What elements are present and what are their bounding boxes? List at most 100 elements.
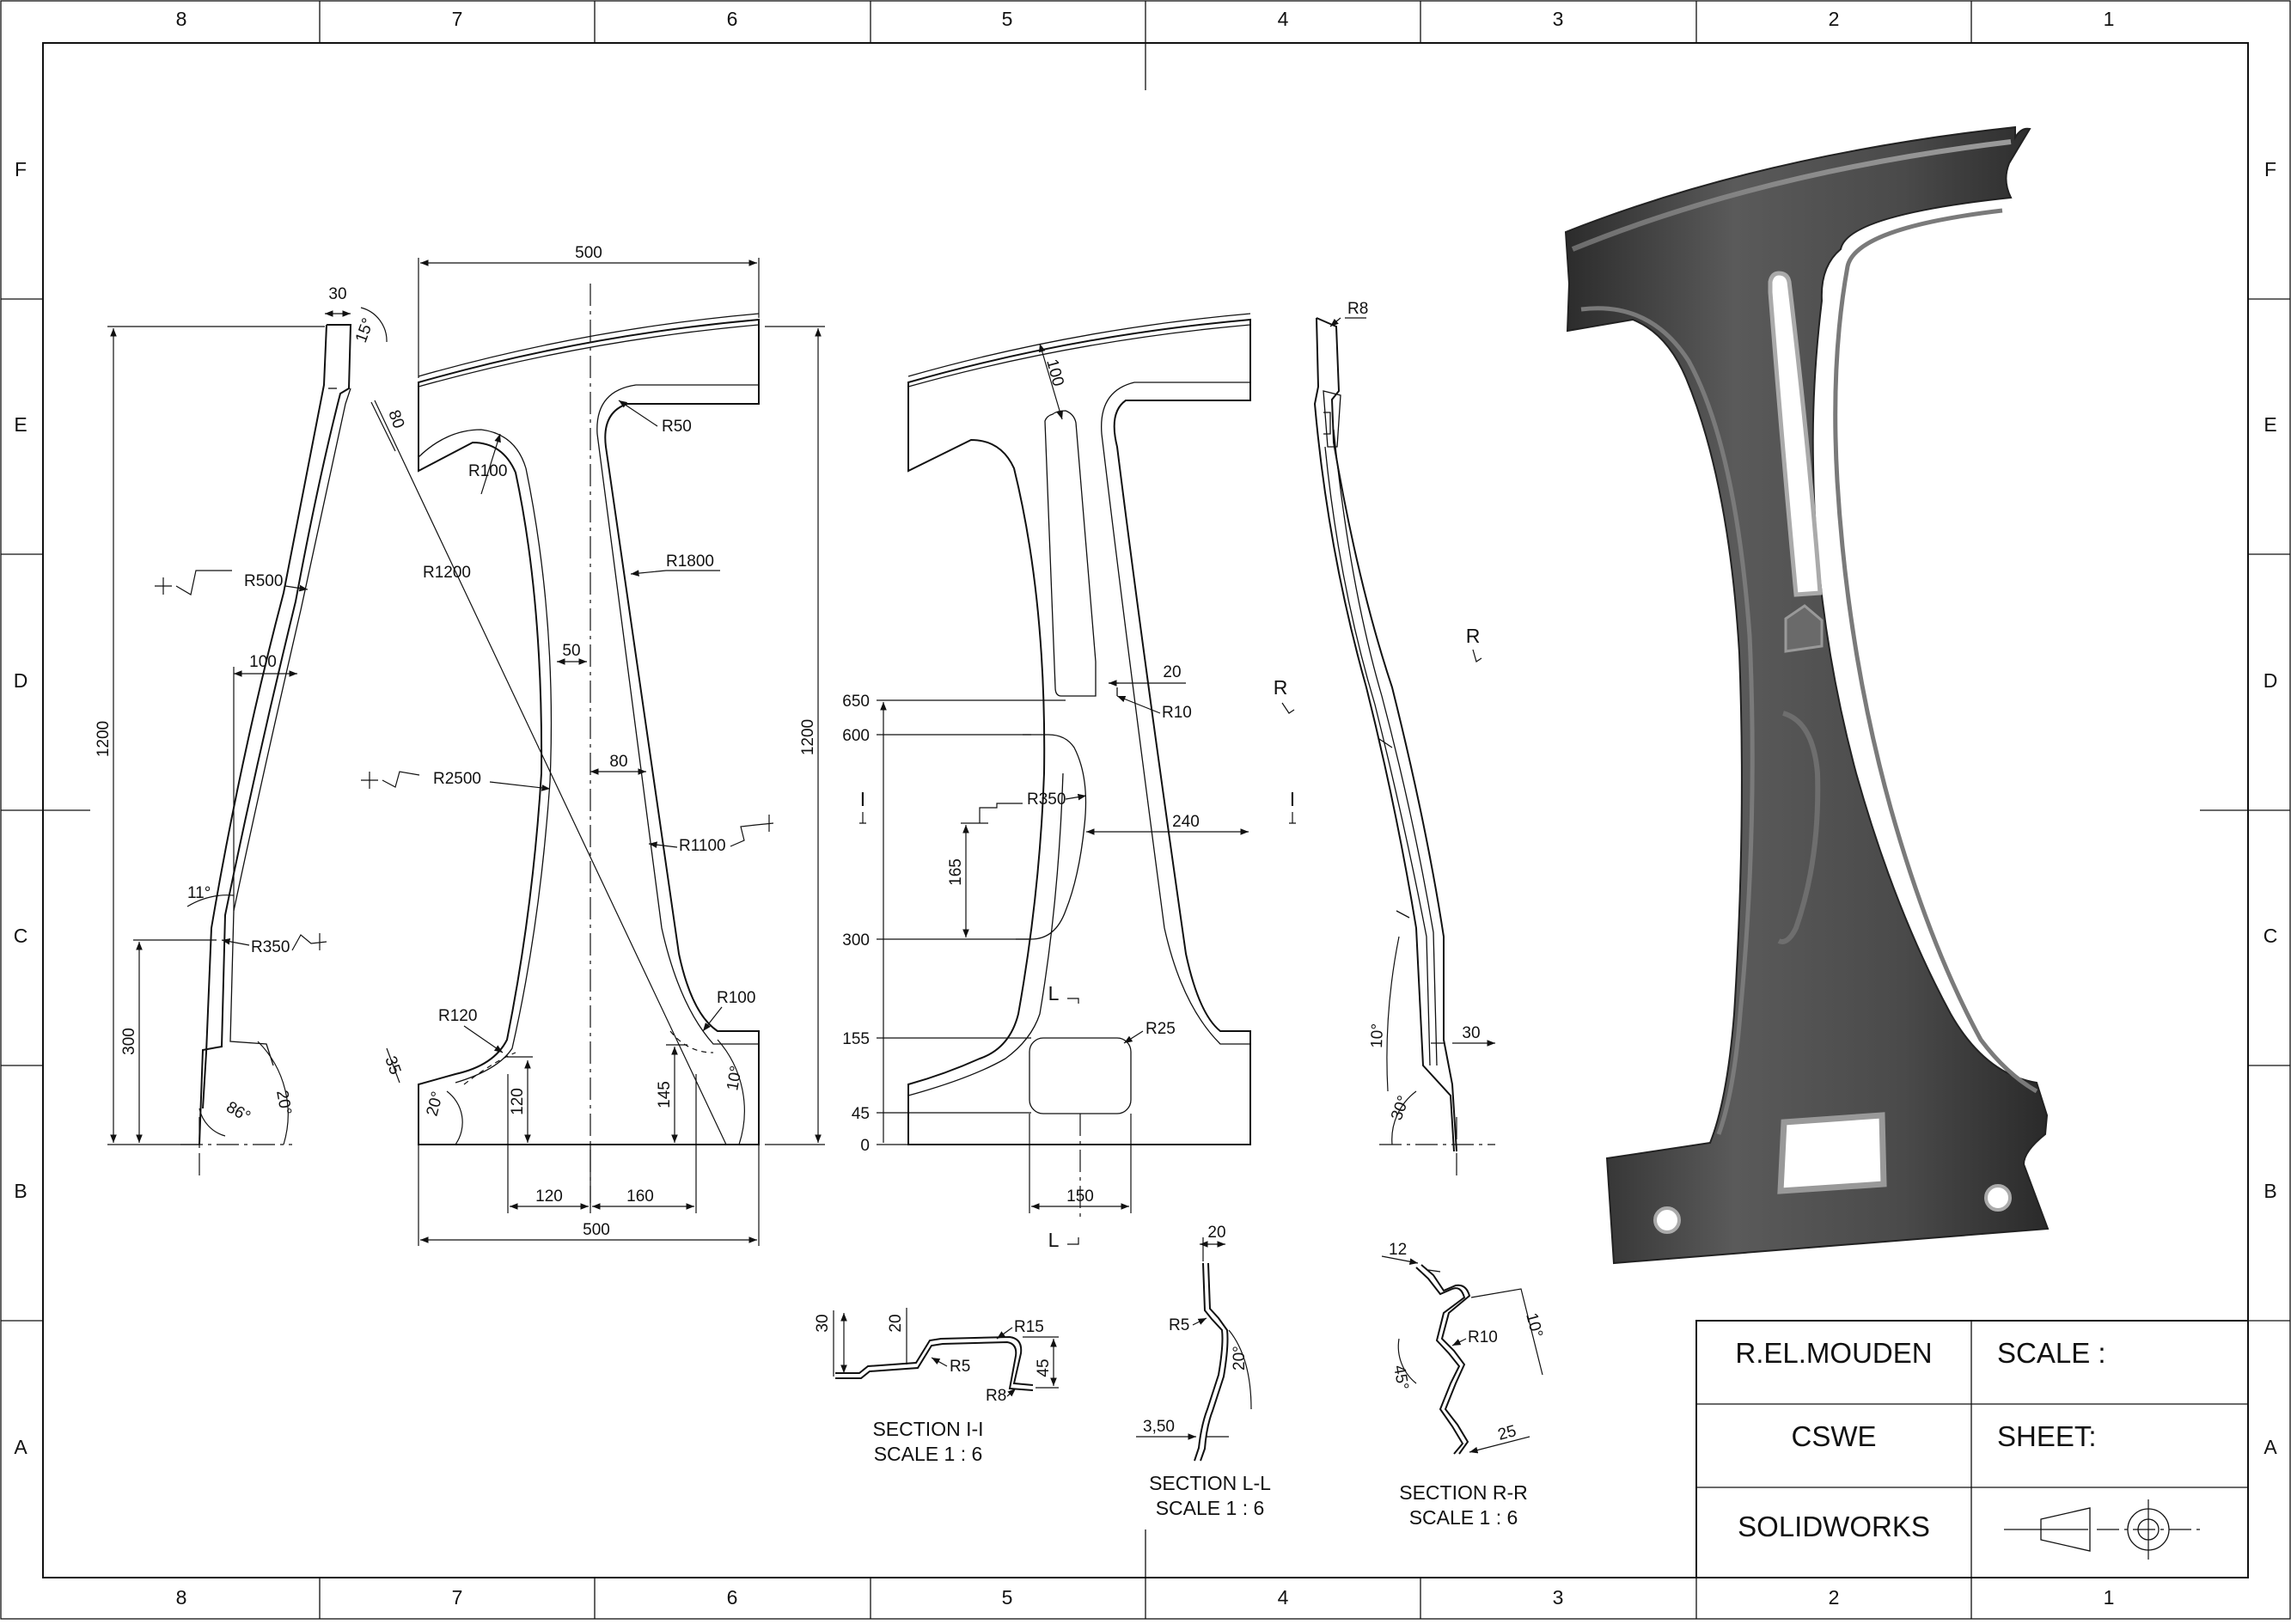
dim-angle-foot-a: 86°	[223, 1098, 254, 1126]
dim-height-right: 1200	[799, 719, 817, 755]
zone-col-top-4: 4	[1278, 8, 1289, 30]
zone-col-top-8: 8	[176, 8, 187, 30]
dim-foot-height-right: 145	[656, 1081, 674, 1108]
section-r-title: SECTION R-R	[1399, 1481, 1528, 1504]
zone-row-right-a: A	[2264, 1436, 2277, 1458]
dim-base-right: 160	[626, 1187, 654, 1206]
section-l-scale: SCALE 1 : 6	[1156, 1497, 1265, 1519]
level-45: 45	[852, 1105, 870, 1123]
dim-top-width: 500	[575, 244, 602, 262]
dim-section-i-2: R15	[1014, 1318, 1044, 1336]
dim-radius-left: R2500	[433, 770, 481, 788]
dim-base-left: 120	[535, 1187, 563, 1206]
dim-section-i-0: 30	[814, 1314, 832, 1332]
zone-col-top-3: 3	[1553, 8, 1564, 30]
zone-row-left-f: F	[15, 158, 27, 180]
dim-top-angle: 15°	[352, 316, 378, 345]
dim-section-r-1: R10	[1468, 1328, 1498, 1346]
dim-offset: 100	[249, 653, 277, 671]
dim-window-radius: R25	[1146, 1020, 1176, 1038]
dim-offset-lower: 30	[1462, 1024, 1480, 1042]
side-view-right: R8 R I 10° 30 30°	[1289, 300, 1495, 1177]
zone-col-bottom-4: 4	[1278, 1586, 1289, 1609]
zone-row-left-a: A	[14, 1436, 27, 1458]
dim-height: 1200	[95, 721, 113, 757]
zone-col-top-1: 1	[2104, 8, 2115, 30]
front-view-detail: 650 600 300 155 45 0 100 20 R10 R350 165…	[842, 313, 1295, 1251]
dim-foot-height-left: 120	[509, 1088, 527, 1115]
title-block: R.EL.MOUDEN CSWE SOLIDWORKS SCALE : SHEE…	[1695, 1320, 2249, 1578]
zone-col-bottom-5: 5	[1002, 1586, 1013, 1609]
dim-base-width: 500	[583, 1221, 610, 1239]
dim-pocket-width: 240	[1172, 813, 1200, 831]
zone-col-bottom-7: 7	[452, 1586, 463, 1609]
dim-angle-lower: 10°	[1368, 1023, 1387, 1048]
zone-row-right-f: F	[2264, 158, 2276, 180]
zone-row-right-b: B	[2264, 1180, 2276, 1202]
dim-angle-mid: 11°	[187, 884, 211, 902]
section-marker-l-bottom: L	[1048, 1229, 1060, 1251]
zone-row-right-c: C	[2264, 925, 2278, 947]
zone-row-left-b: B	[14, 1180, 27, 1202]
front-view-outline: 500 80 R1200 R100 R50 R1800 50 80 R2500 …	[361, 244, 825, 1246]
zone-col-top-6: 6	[727, 8, 738, 30]
level-650: 650	[842, 693, 870, 711]
dim-section-r-3: 45°	[1390, 1364, 1412, 1391]
first-angle-projection-icon	[2004, 1499, 2200, 1560]
dim-radius-lower: R350	[251, 938, 290, 956]
section-i-title: SECTION I-I	[872, 1418, 983, 1440]
side-view-left: 30 15° 1200 R500 100 11° R350 300 86° 20…	[95, 285, 388, 1177]
dim-rib-radius: R10	[1162, 704, 1192, 722]
section-marker-r-right: R	[1466, 625, 1481, 647]
dim-section-i-3: R5	[950, 1358, 970, 1376]
dim-section-l-0: 20	[1207, 1224, 1225, 1242]
zone-col-top-5: 5	[1002, 8, 1013, 30]
zone-row-left-d: D	[14, 669, 28, 692]
dim-foot-angle-right: 10°	[724, 1065, 746, 1092]
section-marker-r-left: R	[1274, 676, 1288, 699]
dim-foot-angle-left: 20°	[424, 1090, 448, 1118]
zone-row-left-c: C	[14, 925, 28, 947]
dim-section-r-0: 12	[1389, 1241, 1407, 1259]
dim-window-width: 150	[1066, 1187, 1094, 1206]
dim-pocket-radius: R350	[1027, 791, 1066, 809]
section-marker-i-right: I	[1290, 788, 1295, 810]
dim-section-l-3: 3,50	[1143, 1418, 1175, 1436]
zone-col-bottom-8: 8	[176, 1586, 187, 1609]
dim-radius-top-right: R50	[662, 418, 692, 436]
section-r-scale: SCALE 1 : 6	[1409, 1506, 1518, 1529]
section-i-view: 30 20 R15 R5 R8 45 SECTION I-I SCALE 1 :…	[814, 1308, 1059, 1465]
dim-radius-top: R8	[1347, 300, 1368, 318]
section-r-view: 12 R10 10° 45° 25 SECTION R-R SCALE 1 : …	[1381, 1241, 1546, 1529]
section-i-scale: SCALE 1 : 6	[874, 1443, 983, 1465]
dim-radius-upper: R500	[244, 572, 283, 590]
section-marker-i-left: I	[860, 788, 865, 810]
level-300: 300	[842, 931, 870, 949]
dim-radius-diag: R1200	[423, 564, 471, 582]
level-600: 600	[842, 727, 870, 745]
dim-section-l-1: R5	[1169, 1316, 1189, 1334]
dim-rib-width: 20	[1163, 663, 1181, 681]
zone-row-left-e: E	[14, 413, 27, 436]
section-l-title: SECTION L-L	[1149, 1472, 1271, 1494]
zone-row-right-d: D	[2264, 669, 2278, 692]
dim-section-r-2: 10°	[1522, 1311, 1546, 1340]
zone-col-bottom-2: 2	[1829, 1586, 1840, 1609]
zone-col-top-7: 7	[452, 8, 463, 30]
zone-col-top-2: 2	[1829, 8, 1840, 30]
dim-top-width: 30	[328, 285, 346, 303]
level-0: 0	[860, 1137, 870, 1155]
title-block-scale-label: SCALE :	[1997, 1337, 2106, 1369]
zone-col-bottom-6: 6	[727, 1586, 738, 1609]
dim-radius-foot-left: R120	[438, 1007, 477, 1025]
title-block-author: R.EL.MOUDEN	[1735, 1337, 1932, 1369]
dim-section-i-5: 45	[1035, 1358, 1053, 1377]
dim-radius-foot-right: R100	[717, 989, 755, 1007]
dim-web-width: 50	[562, 642, 580, 660]
dim-web-offset: 80	[609, 753, 627, 771]
zone-row-right-e: E	[2264, 413, 2276, 436]
dim-angle-foot-b: 20°	[272, 1089, 295, 1116]
zone-col-bottom-1: 1	[2104, 1586, 2115, 1609]
